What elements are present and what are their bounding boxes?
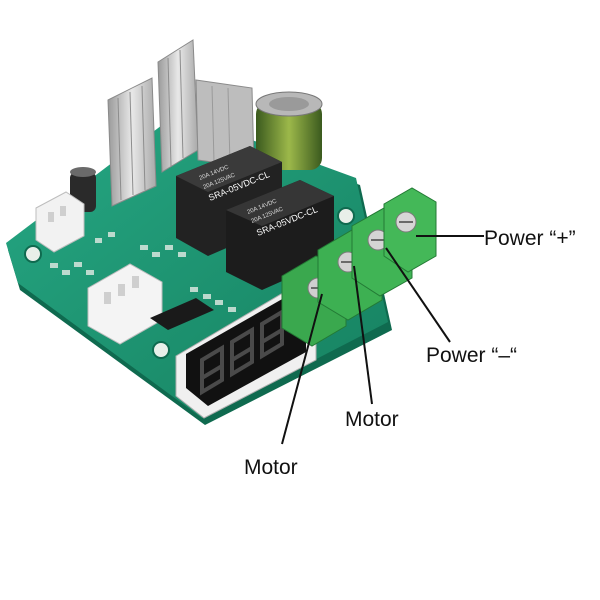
ic-chip: [150, 298, 214, 330]
connector-white-top: [35, 191, 85, 253]
terminal-block: [281, 187, 437, 347]
mount-hole-left: [24, 245, 42, 263]
heatsink-left: [107, 77, 157, 207]
display-digits: 8.8.8.: [240, 371, 243, 373]
leader-motor-1: [353, 265, 373, 405]
relay-1: 20A 14VDC 20A 125VAC SRA-05VDC-CL: [176, 146, 282, 256]
leader-motor-2: [281, 293, 323, 445]
heatsink-right: [157, 39, 255, 173]
mount-hole-bottom: [152, 341, 170, 359]
seven-segment-display: 8.8.8.: [175, 289, 317, 419]
label-motor-2: Motor: [244, 456, 298, 479]
capacitor-large: [255, 91, 323, 170]
label-power-plus: Power “+”: [484, 227, 576, 250]
leader-power-minus: [385, 247, 451, 343]
terminal-power-plus: [383, 187, 437, 273]
leader-lines: [281, 235, 484, 445]
mount-hole-right: [337, 207, 355, 225]
label-power-minus: Power “–“: [426, 344, 518, 367]
connector-white-bottom: [87, 263, 163, 345]
label-motor-1: Motor: [345, 408, 399, 431]
